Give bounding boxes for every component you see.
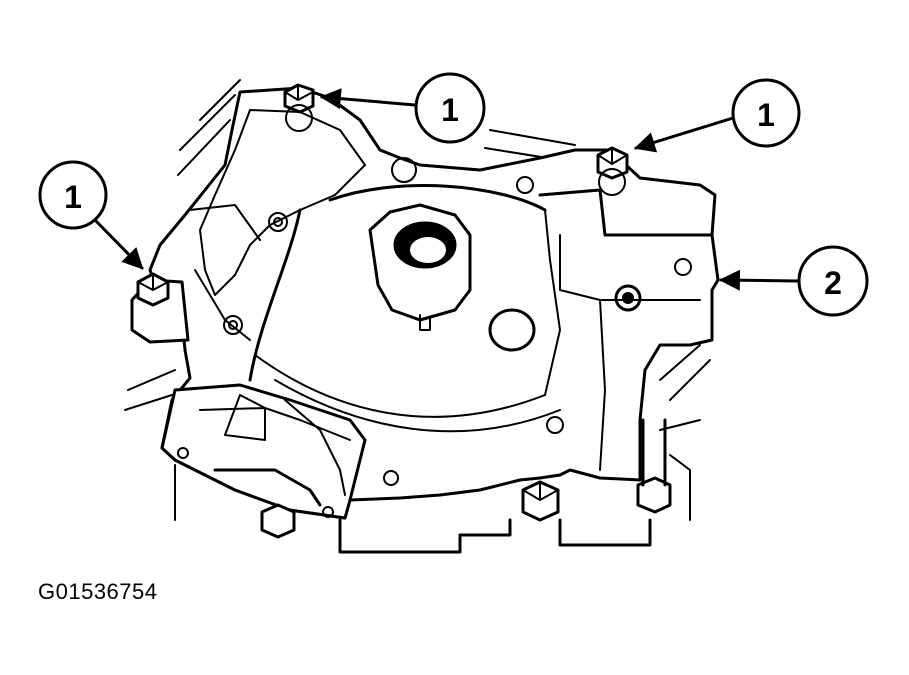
callout-label: 1: [64, 179, 82, 215]
bolt-lower-middle: [521, 480, 560, 522]
callout-1-top: 1: [414, 72, 486, 144]
outlet-boss: [368, 203, 472, 331]
mounting-holes: [177, 157, 692, 518]
callout-2-right: 2: [797, 245, 869, 317]
callout-label: 2: [824, 265, 842, 301]
leader-lines: [93, 88, 800, 291]
callout-1-top-right: 1: [731, 78, 801, 148]
bolt-lower-right: [636, 418, 672, 514]
bolt-top-left: [283, 83, 315, 132]
bolt-lower-left: [260, 503, 296, 539]
callout-label: 1: [757, 97, 775, 133]
callout-label: 1: [441, 92, 459, 128]
engine-block-background: [124, 79, 711, 554]
bolt-left: [136, 272, 170, 307]
callout-1-left: 1: [38, 160, 108, 230]
figure-id-label: G01536754: [38, 579, 158, 604]
bolt-top-right: [596, 146, 629, 196]
